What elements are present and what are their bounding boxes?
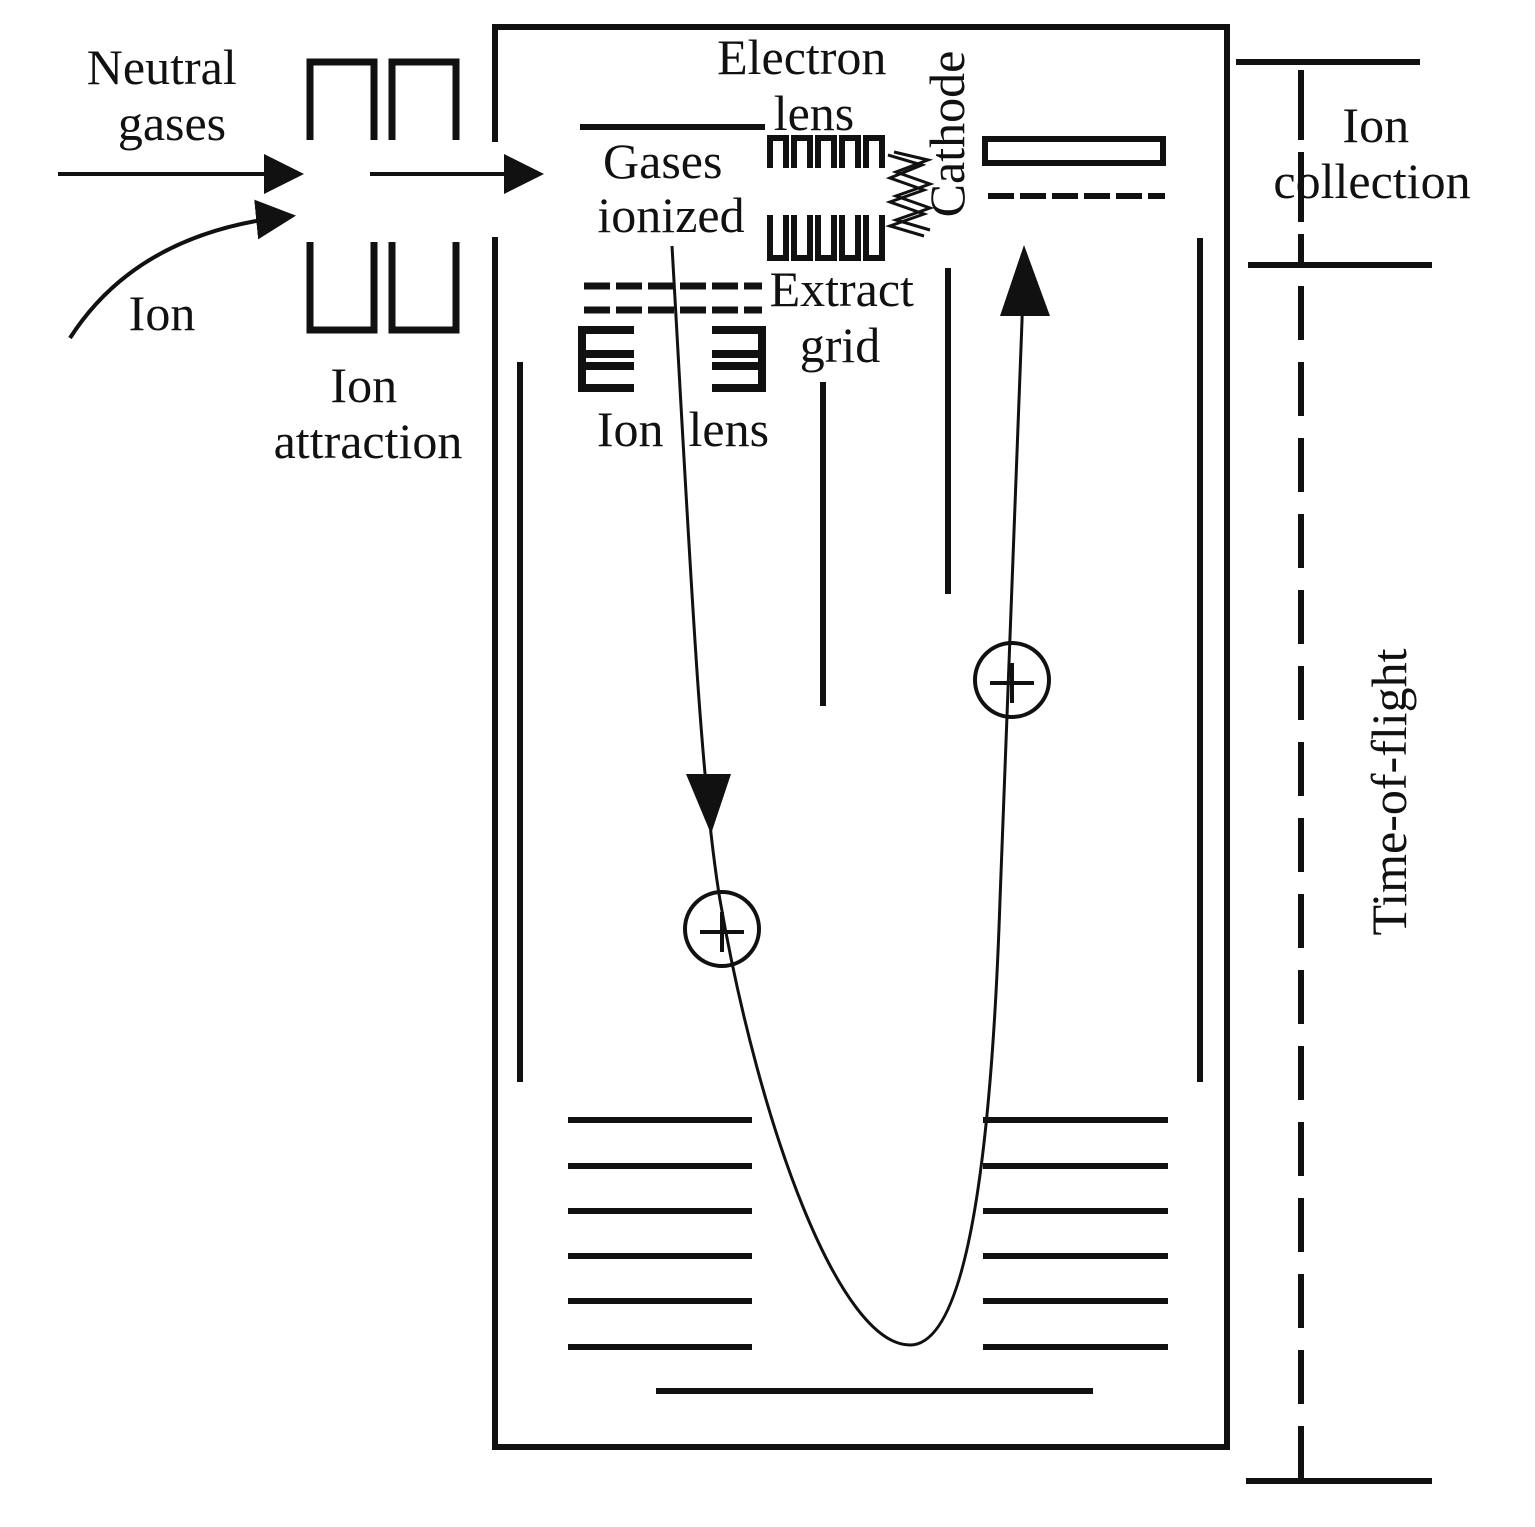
- ion-collection-label: Ion collection: [1273, 97, 1470, 209]
- ion-label: Ion: [129, 285, 196, 341]
- time-of-flight-label: Time-of-flight: [1361, 648, 1417, 935]
- reflectron-left-stack: [568, 1117, 752, 1350]
- ion-flight-path: [670, 245, 1026, 1347]
- ion-detector: [982, 136, 1166, 166]
- ion-arrow: [68, 199, 296, 340]
- neutral-gases-label: Neutral gases: [87, 39, 249, 151]
- electron-lens: [767, 135, 885, 261]
- reflectron-right-stack: [983, 1117, 1168, 1350]
- ion-attraction-electrodes: [306, 58, 460, 334]
- ion-lens-label: Ion lens: [597, 401, 769, 457]
- ion-attraction-label: Ion attraction: [274, 357, 463, 469]
- cathode-filament: [885, 150, 935, 238]
- ion-marker-ascending: [973, 641, 1051, 719]
- upward-arrowhead: [1000, 245, 1050, 316]
- time-scale: [1236, 59, 1432, 1484]
- downward-arrowhead: [686, 774, 731, 834]
- ion-lens: [578, 326, 766, 392]
- drift-electrodes: [517, 238, 1203, 1082]
- instrument-housing: [492, 24, 1230, 1450]
- extract-grid-label: Extract grid: [770, 261, 927, 373]
- entrance-slit: [489, 142, 501, 237]
- ion-marker-descending: [683, 890, 761, 968]
- electron-lens-label: Electron lens: [717, 29, 899, 141]
- gases-ionized-label: Gases ionized: [597, 133, 744, 243]
- cathode-label: Cathode: [919, 51, 975, 218]
